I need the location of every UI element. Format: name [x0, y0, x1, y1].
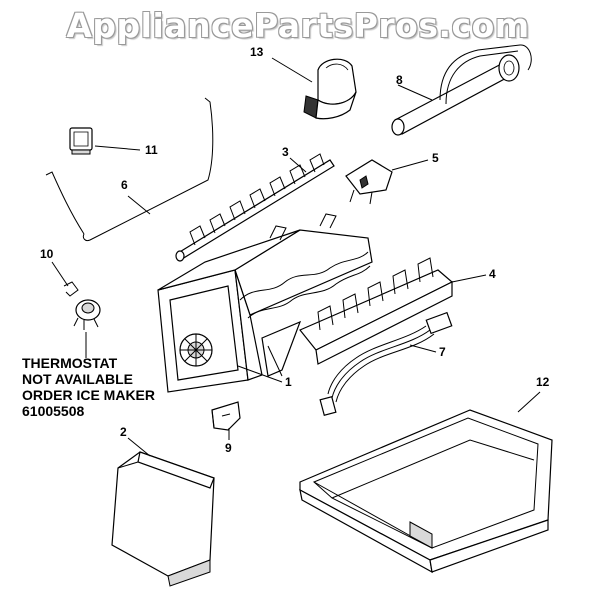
- callout-3: 3: [282, 145, 289, 159]
- part-8-fill-tube: [391, 44, 532, 136]
- part-3-ejector: [175, 153, 335, 262]
- part-13-fill-cup: [303, 58, 357, 120]
- part-7-harness: [319, 311, 453, 417]
- leader-13: [271, 57, 313, 83]
- callout-1: 1: [285, 375, 292, 389]
- part-9-bracket: [211, 401, 241, 431]
- thermostat: [73, 299, 101, 330]
- leader-10: [51, 261, 69, 287]
- part-2-front-cover: [111, 451, 215, 587]
- leader-7: [409, 344, 437, 353]
- watermark: AppliancePartsPros.com: [66, 6, 530, 45]
- callout-10: 10: [40, 247, 54, 261]
- callout-9: 9: [225, 441, 232, 455]
- leader-11: [94, 145, 141, 151]
- callout-7: 7: [439, 345, 446, 359]
- callout-8: 8: [396, 73, 403, 87]
- part-12-ice-bin: [299, 409, 553, 574]
- callout-11: 11: [145, 143, 158, 157]
- note-line-3: ORDER ICE MAKER: [22, 387, 156, 403]
- part-1-ice-maker: [157, 213, 373, 393]
- leader-6: [127, 195, 151, 215]
- leader-2: [127, 437, 151, 457]
- leader-1a: [237, 365, 283, 383]
- callout-4: 4: [489, 267, 496, 281]
- thermostat-note: THERMOSTAT NOT AVAILABLE ORDER ICE MAKER…: [22, 355, 155, 419]
- callout-2: 2: [120, 425, 127, 439]
- part-6-shutoff-arm: [45, 97, 214, 241]
- part-5-bracket: [345, 159, 393, 205]
- callout-12: 12: [536, 375, 550, 389]
- callout-13: 13: [250, 45, 264, 59]
- note-line-2: NOT AVAILABLE: [22, 371, 133, 387]
- leader-4: [451, 274, 487, 283]
- leader-3: [289, 157, 307, 173]
- note-line-1: THERMOSTAT: [22, 355, 118, 371]
- part-10-retainer: [63, 281, 79, 297]
- leader-8: [397, 84, 433, 101]
- part-11-clip: [69, 127, 93, 155]
- note-line-4: 61005508: [22, 403, 85, 419]
- leader-12: [517, 391, 541, 413]
- callout-6: 6: [121, 178, 128, 192]
- leader-1b: [267, 345, 283, 377]
- callout-5: 5: [432, 151, 439, 165]
- leader-5: [391, 159, 429, 171]
